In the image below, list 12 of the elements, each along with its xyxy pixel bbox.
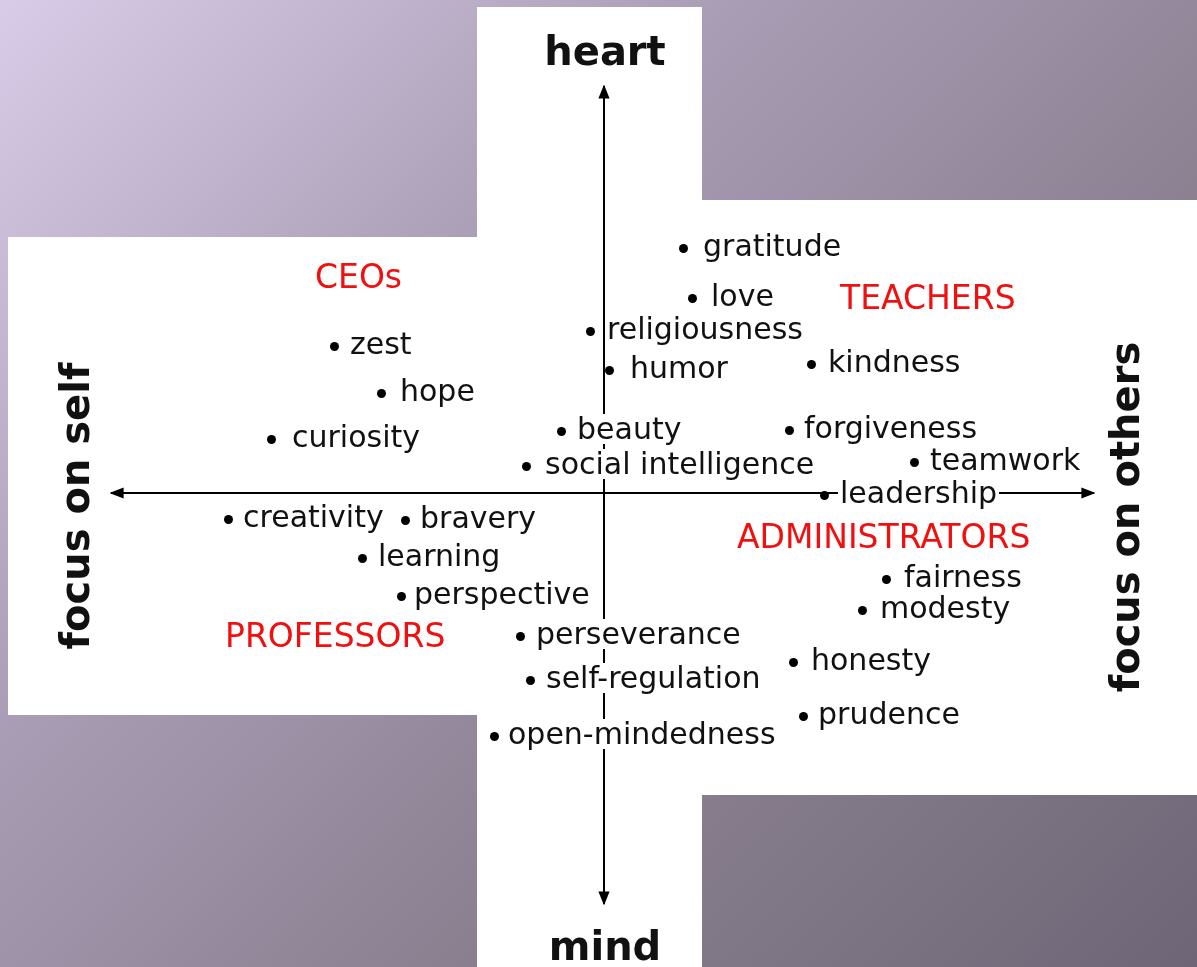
strength-label: leadership bbox=[838, 478, 1000, 508]
group-label: PROFESSORS bbox=[225, 619, 446, 652]
axis-title: heart bbox=[544, 28, 666, 74]
group-label: CEOs bbox=[315, 260, 403, 293]
group-label: ADMINISTRATORS bbox=[737, 520, 1031, 553]
strength-label: open-mindedness bbox=[506, 719, 778, 749]
axis-title: focus on others bbox=[1102, 341, 1148, 693]
strength-label: creativity bbox=[241, 502, 386, 532]
axis-title: focus on self bbox=[52, 362, 98, 650]
strength-label: curiosity bbox=[290, 422, 422, 452]
group-label: TEACHERS bbox=[840, 281, 1016, 314]
axis-title: mind bbox=[548, 923, 662, 967]
